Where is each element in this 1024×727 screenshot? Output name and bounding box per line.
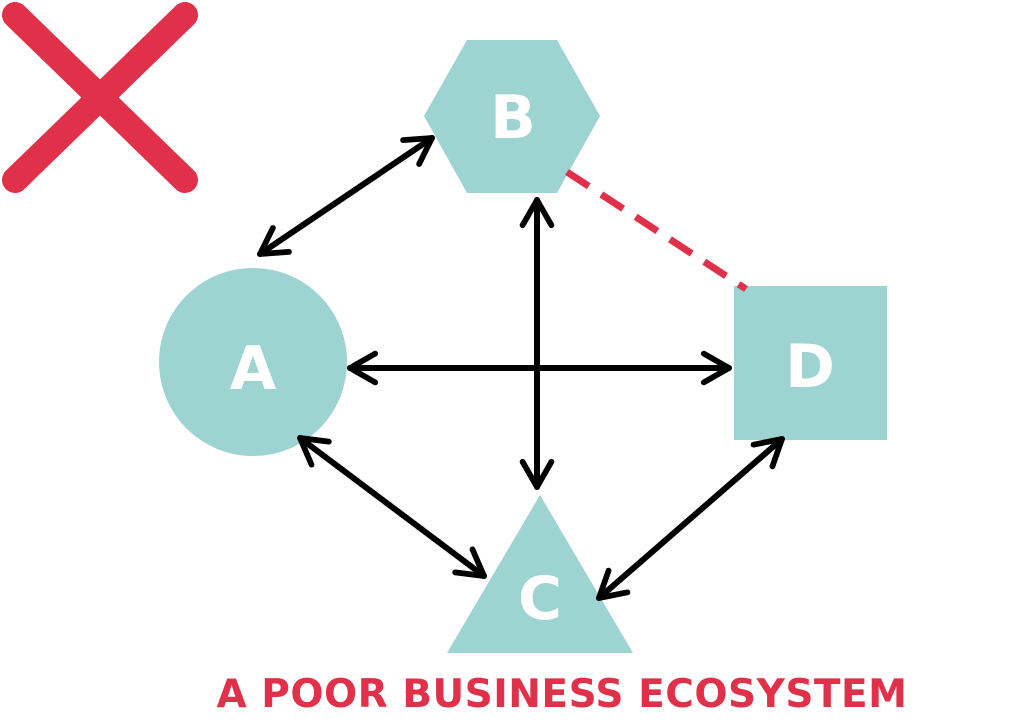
node-d: D [734,286,887,440]
node-d-label: D [785,332,835,402]
diagram-title: A POOR BUSINESS ECOSYSTEM [216,672,908,717]
node-b-label: B [490,83,536,153]
arrow-a-b [257,135,435,257]
node-a-label: A [230,334,277,404]
node-c: C [447,495,633,653]
arrows [257,135,785,601]
node-b: B [424,40,600,193]
node-c-triangle [447,495,633,653]
arrow-a-c [297,435,487,579]
arrow-d-c [596,436,785,601]
node-d-square [734,286,887,440]
dashed-link-b-d [565,169,748,292]
node-a-circle [159,268,347,456]
node-c-label: C [518,564,562,634]
node-a: A [159,268,347,456]
red-x-icon [2,2,198,193]
node-b-hexagon [424,40,600,193]
